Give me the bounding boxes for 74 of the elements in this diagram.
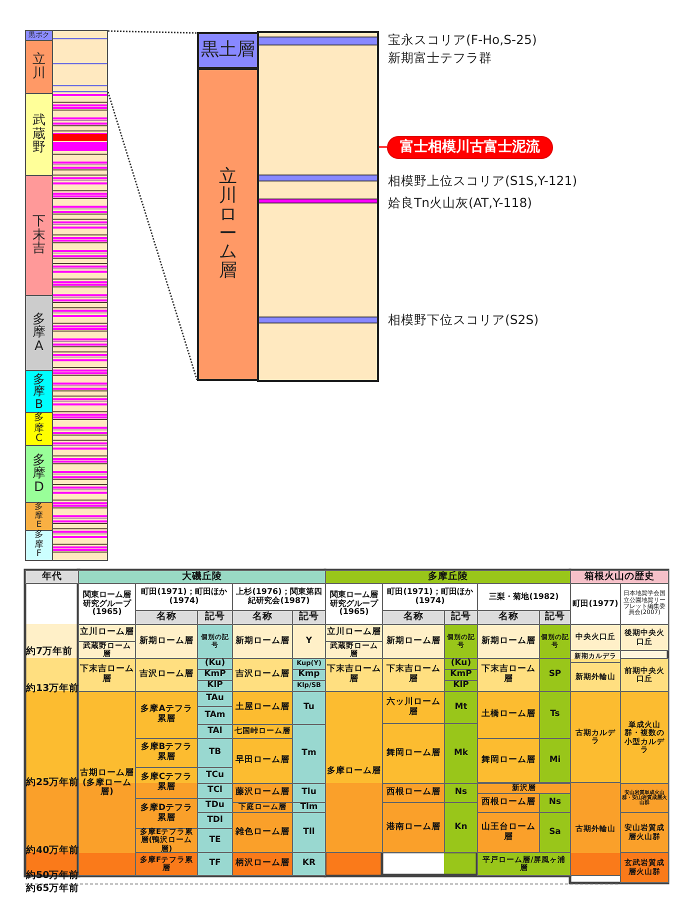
table-cell: TF <box>197 852 233 876</box>
table-header: 大磯丘陵 <box>78 570 326 584</box>
enlarged-column-drawing <box>257 31 379 382</box>
leader-line <box>379 146 387 148</box>
layer-box: 多摩F <box>25 530 53 561</box>
table-cell: Tu <box>292 691 326 725</box>
table-cell: Kn <box>444 802 478 853</box>
table-cell: TDu <box>197 798 233 813</box>
table-header: 記号 <box>539 610 571 625</box>
table-cell: TDl <box>197 812 233 829</box>
table-cell: 立川ローム層 <box>78 624 136 642</box>
table-cell: Tll <box>292 812 326 853</box>
table-cell: TE <box>197 828 233 853</box>
table-cell: KmP <box>197 669 233 681</box>
table-cell: KlP <box>444 680 478 692</box>
table-cell: Sa <box>539 812 571 853</box>
table-cell: Tlu <box>292 783 326 803</box>
table-header: 名称 <box>382 610 445 625</box>
layer-box: 多摩B <box>25 370 53 413</box>
table-header: 記号 <box>292 610 326 625</box>
tephra-label: 相模野下位スコリア(S2S) <box>388 312 539 328</box>
table-cell: Mk <box>444 723 478 784</box>
table-cell: TAu <box>197 691 233 707</box>
table-cell: TAm <box>197 706 233 725</box>
stratigraphic-column-drawing <box>52 30 108 561</box>
table-cell: Ts <box>539 691 571 739</box>
table-cell: 下末吉ローム層 <box>78 658 136 692</box>
table-cell: SP <box>539 658 571 692</box>
tephra-label: 宝永スコリア(F-Ho,S-25) <box>388 32 537 48</box>
table-header: 名称 <box>232 610 293 625</box>
table-header: 記号 <box>444 610 478 625</box>
table-cell: Mi <box>539 738 571 783</box>
callout-pill: 富士相模川古富士泥流 <box>387 136 553 159</box>
zoom-guide-line <box>107 92 198 380</box>
tephra-label: 相模野上位スコリア(S1S,Y-121) <box>388 173 578 189</box>
layer-box: 多摩D <box>25 445 53 503</box>
table-cell: KR <box>292 852 326 876</box>
age-label: 約50万年前 <box>26 869 80 883</box>
layer-box: 立川 <box>25 40 53 94</box>
tephra-label: 姶良Tn火山灰(AT,Y-118) <box>388 195 532 211</box>
table-cell: Tlm <box>292 802 326 813</box>
table-cell: Ns <box>444 783 478 803</box>
layer-box: 多摩E <box>25 502 53 531</box>
table-header: 名称 <box>135 610 198 625</box>
table-header: 多摩丘陵 <box>325 570 571 584</box>
table-cell: Tm <box>292 724 326 784</box>
table-cell: TB <box>197 738 233 768</box>
table-cell: 立川ローム層 <box>325 624 383 642</box>
source-header: 町田(1977) <box>570 583 621 625</box>
table-header: 年代 <box>25 570 79 584</box>
table-cell: TAl <box>197 724 233 739</box>
table-cell: 古期ローム層(多摩ローム層) <box>78 691 136 876</box>
table-cell: 多摩ローム層 <box>325 691 383 853</box>
table-cell: Kmp <box>292 669 326 681</box>
layer-box: 武蔵野 <box>25 93 53 176</box>
age-label: 約7万年前 <box>26 645 73 659</box>
zoom-guide-line <box>108 30 198 34</box>
layer-box: 多摩A <box>25 295 53 371</box>
table-cell: 下末吉ローム層 <box>325 658 383 692</box>
layer-box: 多摩C <box>25 412 53 446</box>
table-cell: KlP <box>197 680 233 692</box>
layer-box: 下末吉 <box>25 175 53 296</box>
table-header: 名称 <box>477 610 540 625</box>
table-cell: Ns <box>539 793 571 813</box>
table-cell: KmP <box>444 669 478 681</box>
table-header: 箱根火山の歴史 <box>570 570 669 584</box>
table-cell: TCl <box>197 783 233 799</box>
tephra-label: 新期富士テフラ群 <box>388 50 492 66</box>
table-cell: Mt <box>444 691 478 724</box>
table-header: 記号 <box>197 610 233 625</box>
age-label: 約65万年前 <box>26 882 80 896</box>
table-cell: TCu <box>197 767 233 784</box>
layer-box: 立川ローム層 <box>197 68 259 381</box>
layer-box: 黒土層 <box>197 32 259 69</box>
